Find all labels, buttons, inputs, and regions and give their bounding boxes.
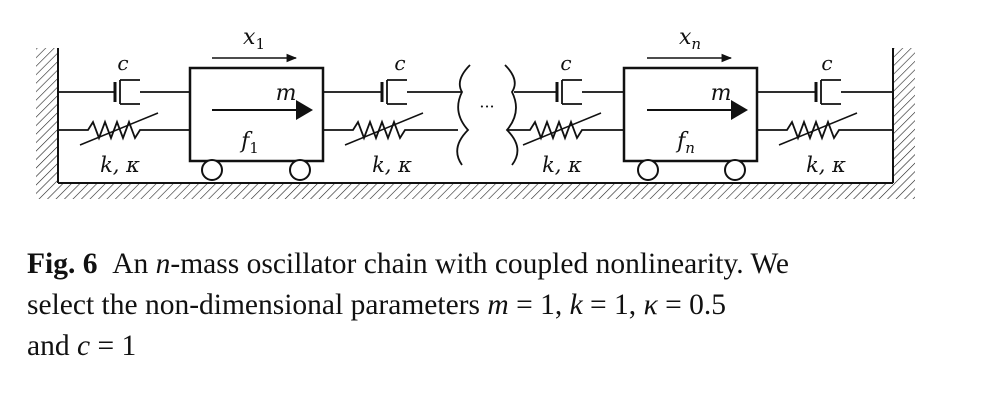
caption-text: = 1, bbox=[508, 289, 570, 321]
oscillator-chain-diagram: c k, κ m f1 x1 c k, κ ··· bbox=[36, 25, 915, 199]
damper-label: c bbox=[821, 51, 832, 75]
caption-text: select the non-dimensional parameters bbox=[27, 289, 488, 321]
caption-var-k: k bbox=[569, 289, 583, 321]
mass-1: m f1 bbox=[188, 66, 325, 181]
left-wall bbox=[36, 48, 59, 183]
damper-label: c bbox=[560, 51, 571, 75]
position-label-1: x1 bbox=[243, 25, 265, 53]
spring-3: k, κ bbox=[508, 112, 624, 177]
caption-text: and bbox=[27, 330, 77, 362]
caption-text: An bbox=[112, 248, 156, 280]
right-wall bbox=[892, 48, 915, 183]
figure-caption: Fig. 6 An n-mass oscillator chain with c… bbox=[27, 244, 977, 367]
position-label-n: xn bbox=[679, 25, 701, 53]
ellipsis-text: ··· bbox=[479, 97, 494, 116]
spring-2: k, κ bbox=[323, 112, 458, 177]
damper-1: c bbox=[58, 51, 190, 105]
damper-2: c bbox=[323, 51, 462, 105]
caption-text: = 1 bbox=[90, 330, 137, 362]
spring-1: k, κ bbox=[58, 112, 190, 177]
caption-var-m: m bbox=[487, 289, 509, 321]
spring-label: k, κ bbox=[806, 153, 846, 177]
caption-text: -mass oscillator chain with coupled nonl… bbox=[170, 248, 790, 280]
damper-label: c bbox=[117, 51, 128, 75]
chain-break: ··· bbox=[456, 64, 519, 166]
damper-3: c bbox=[514, 51, 624, 105]
spring-label: k, κ bbox=[100, 153, 140, 177]
mass-label: m bbox=[276, 81, 297, 106]
position-arrow-1: x1 bbox=[212, 25, 298, 63]
damper-label: c bbox=[394, 51, 405, 75]
caption-var-n: n bbox=[155, 248, 171, 280]
spring-4: k, κ bbox=[757, 112, 893, 177]
caption-text: = 0.5 bbox=[657, 289, 726, 321]
ground bbox=[36, 182, 915, 199]
caption-var-kappa: κ bbox=[643, 289, 658, 321]
caption-var-c: c bbox=[76, 330, 91, 362]
mass-label: m bbox=[711, 81, 732, 106]
spring-label: k, κ bbox=[372, 153, 412, 177]
figure-number: Fig. 6 bbox=[27, 248, 98, 280]
damper-4: c bbox=[757, 51, 893, 105]
mass-n: m fn bbox=[622, 66, 759, 181]
spring-label: k, κ bbox=[542, 153, 582, 177]
caption-text: = 1, bbox=[582, 289, 644, 321]
position-arrow-n: xn bbox=[647, 25, 733, 63]
